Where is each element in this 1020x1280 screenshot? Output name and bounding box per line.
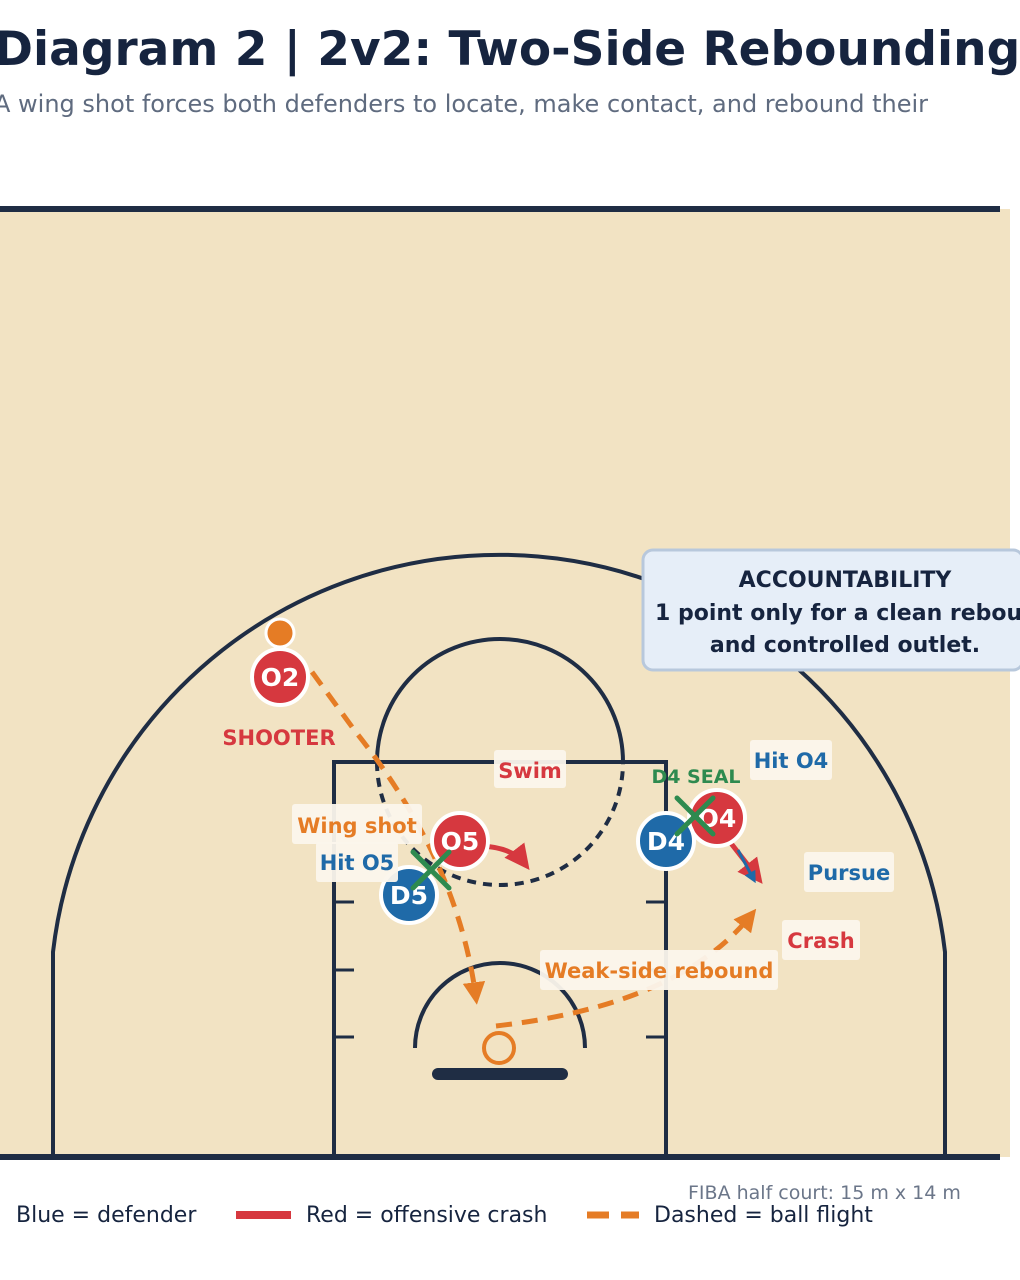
- callout-heading: ACCOUNTABILITY: [739, 568, 953, 593]
- legend-ball-label: Dashed = ball flight: [654, 1203, 873, 1228]
- free-throw-circle-bottom: [375, 761, 625, 887]
- player-o2: O2: [250, 647, 310, 707]
- hit-o5-label-bg: [316, 842, 398, 882]
- legend-defender-label: Blue = defender: [16, 1203, 197, 1228]
- wing-shot-label-bg: [292, 804, 422, 844]
- wing-shot-label: Wing shot: [297, 814, 417, 838]
- callout-line-1: 1 point only for a clean rebou: [655, 601, 1020, 626]
- court-diagram: O2 O5 O4 D5 D4 SHOOTER Swim D4 SEAL Hit …: [0, 206, 1020, 1160]
- accountability-callout: [641, 548, 1020, 672]
- seal-mark-d4: [674, 795, 716, 837]
- swim-label-bg: [494, 750, 566, 788]
- weak-side-rebound-label-bg: [540, 950, 778, 990]
- seal-mark-d5: [410, 849, 452, 891]
- ball-icon: [264, 617, 296, 649]
- legend-dashed-swatch: [587, 1211, 639, 1219]
- pursue-label-bg: [804, 852, 894, 892]
- hoop: [482, 1031, 516, 1065]
- player-d4: D4: [636, 811, 696, 871]
- d4-seal-label: D4 SEAL: [651, 766, 740, 788]
- page-title: Diagram 2 | 2v2: Two-Side Rebounding: [0, 22, 1020, 77]
- shooter-label: SHOOTER: [222, 726, 335, 750]
- ball-flight-shot-path: [309, 670, 486, 1005]
- legend-crash-label: Red = offensive crash: [306, 1203, 548, 1228]
- three-point-line: [51, 552, 947, 1157]
- crash-label: Crash: [787, 929, 854, 953]
- hit-o5-label: Hit O5: [320, 851, 395, 875]
- pursue-label: Pursue: [808, 861, 890, 885]
- callout-line-2: and controlled outlet.: [710, 633, 980, 658]
- hit-o4-label: Hit O4: [754, 749, 829, 773]
- player-d5-label: D5: [390, 881, 428, 910]
- crash-label-bg: [782, 920, 860, 960]
- free-throw-circle-top: [375, 637, 625, 763]
- swim-label: Swim: [498, 759, 562, 783]
- hit-o4-label-bg: [750, 740, 832, 780]
- legend-red-swatch: [236, 1211, 291, 1219]
- court-dimensions-note: FIBA half court: 15 m x 14 m: [688, 1182, 961, 1204]
- player-o2-label: O2: [261, 663, 300, 692]
- d4-pursue-arrow: [736, 849, 756, 884]
- page-subtitle: A wing shot forces both defenders to loc…: [0, 90, 929, 118]
- court-floor: [0, 209, 1010, 1157]
- weak-side-rebound-label: Weak-side rebound: [545, 959, 774, 983]
